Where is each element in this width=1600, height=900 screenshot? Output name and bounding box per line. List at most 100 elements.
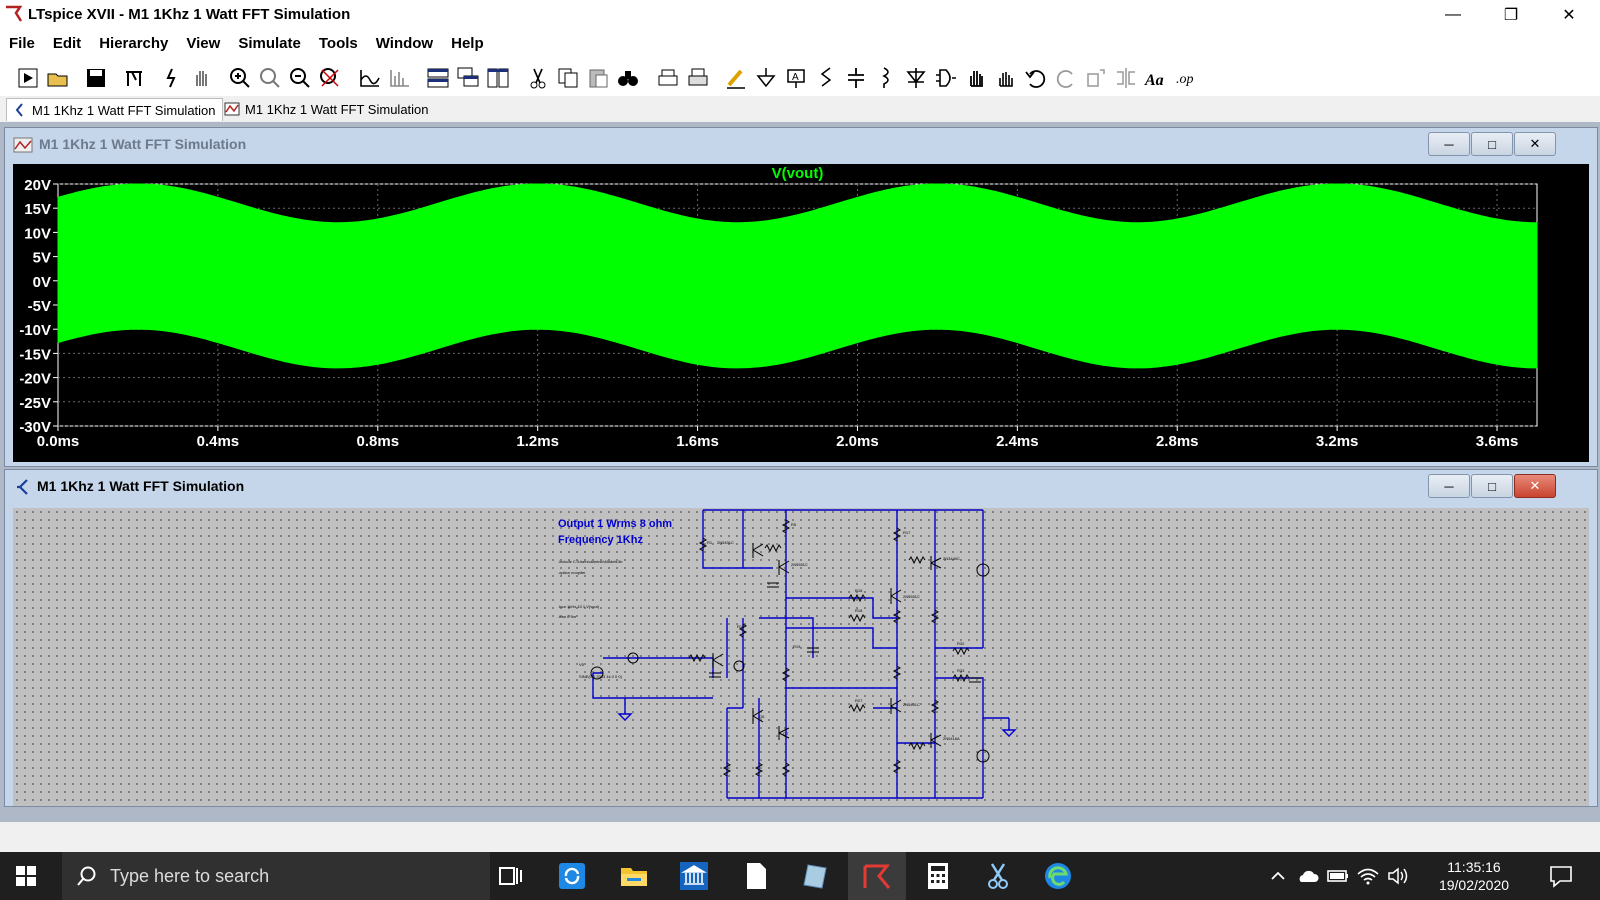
series-vout-trace[interactable]: [57, 183, 1538, 369]
waveform-minimize-button[interactable]: ─: [1428, 132, 1470, 156]
windows-start-icon[interactable]: [14, 864, 38, 888]
y-tick-label: -10V: [19, 322, 51, 339]
ltspice-taskbar-button[interactable]: [848, 852, 906, 900]
zoom-in-icon[interactable]: [228, 66, 252, 90]
open-icon[interactable]: [46, 66, 70, 90]
waveform-window-caption[interactable]: M1 1Khz 1 Watt FFT Simulation ─ □ ✕: [5, 128, 1597, 160]
onedrive-cloud-icon[interactable]: [1296, 866, 1320, 886]
menu-help[interactable]: Help: [451, 35, 484, 52]
document-app-icon[interactable]: [740, 860, 772, 892]
pan-icon[interactable]: [190, 66, 214, 90]
waveform-chart[interactable]: 20V15V10V5V0V-5V-10V-15V-20V-25V-30V0.0m…: [13, 164, 1589, 462]
waveform-maximize-button[interactable]: □: [1471, 132, 1513, 156]
control-panel-icon[interactable]: [122, 66, 146, 90]
menu-tools[interactable]: Tools: [318, 35, 358, 52]
search-icon: [77, 866, 96, 886]
menu-simulate[interactable]: Simulate: [238, 35, 301, 52]
menu-window[interactable]: Window: [375, 35, 434, 52]
battery-icon[interactable]: [1326, 866, 1350, 886]
calculator-icon[interactable]: [922, 860, 954, 892]
schematic-close-button[interactable]: ✕: [1514, 474, 1556, 498]
halt-icon[interactable]: [160, 66, 184, 90]
component-icon[interactable]: [934, 66, 958, 90]
task-view-icon[interactable]: [494, 860, 526, 892]
cut-icon[interactable]: [526, 66, 550, 90]
resistor-icon[interactable]: [814, 66, 838, 90]
text-icon[interactable]: Aa: [1144, 66, 1168, 90]
autorange-icon[interactable]: [358, 66, 382, 90]
snipping-tool-icon[interactable]: [982, 860, 1014, 892]
tab-schematic[interactable]: M1 1Khz 1 Watt FFT Simulation: [6, 98, 223, 121]
svg-text:V5: V5: [579, 662, 585, 667]
menu-view[interactable]: View: [186, 35, 221, 52]
svg-text:R17: R17: [903, 530, 911, 535]
mirror-icon[interactable]: [1114, 66, 1138, 90]
fft-icon[interactable]: [388, 66, 412, 90]
redo-icon[interactable]: [1054, 66, 1078, 90]
run-icon[interactable]: [16, 66, 40, 90]
find-icon[interactable]: [616, 66, 640, 90]
diode-icon[interactable]: [904, 66, 928, 90]
show-hidden-icons-chevron[interactable]: [1268, 866, 1288, 886]
minimize-button[interactable]: —: [1445, 6, 1461, 23]
schematic-maximize-button[interactable]: □: [1471, 474, 1513, 498]
zoom-fit-icon[interactable]: [318, 66, 342, 90]
zoom-out-icon[interactable]: [288, 66, 312, 90]
taskbar-search-box[interactable]: Type here to search: [62, 852, 490, 900]
y-tick-label: -5V: [28, 298, 51, 315]
draw-wire-icon[interactable]: [724, 66, 748, 90]
label-net-icon[interactable]: A: [784, 66, 808, 90]
copy-icon[interactable]: [556, 66, 580, 90]
zoom-area-icon[interactable]: [258, 66, 282, 90]
menu-file[interactable]: File: [9, 35, 35, 52]
restore-button[interactable]: ❐: [1503, 7, 1519, 24]
tab-waveform[interactable]: M1 1Khz 1 Watt FFT Simulation: [218, 98, 435, 120]
tab-schematic-label: M1 1Khz 1 Watt FFT Simulation: [32, 102, 216, 118]
wifi-icon[interactable]: [1356, 866, 1380, 886]
schematic-tab-icon: [15, 103, 23, 117]
window-title: LTspice XVII - M1 1Khz 1 Watt FFT Simula…: [28, 6, 351, 23]
svg-text:SINE(0 0.3333 1k 0 0 0): SINE(0 0.3333 1k 0 0 0): [579, 674, 623, 679]
tile-vertical-icon[interactable]: [486, 66, 510, 90]
waveform-close-button[interactable]: ✕: [1514, 132, 1556, 156]
move-hand-icon[interactable]: [964, 66, 988, 90]
sync-app-icon[interactable]: [556, 860, 588, 892]
schematic-note[interactable]: Output 1 Wrms 8 ohm Frequency 1Khz: [558, 516, 672, 548]
spice-directive-icon[interactable]: .op: [1176, 66, 1200, 90]
paste-icon[interactable]: [586, 66, 610, 90]
inductor-icon[interactable]: [874, 66, 898, 90]
edge-browser-icon[interactable]: [1042, 860, 1074, 892]
system-clock[interactable]: 11:35:16 19/02/2020: [1436, 858, 1512, 894]
save-icon[interactable]: [84, 66, 108, 90]
schematic-window[interactable]: M1 1Khz 1 Watt FFT Simulation ─ □ ✕ Outp…: [4, 469, 1598, 807]
menu-edit[interactable]: Edit: [52, 35, 82, 52]
action-center-icon[interactable]: [1548, 864, 1574, 888]
menu-hierarchy[interactable]: Hierarchy: [99, 35, 169, 52]
cascade-icon[interactable]: [456, 66, 480, 90]
file-explorer-icon[interactable]: [618, 860, 650, 892]
y-tick-label: 0V: [33, 274, 51, 291]
schematic-canvas[interactable]: Output 1 Wrms 8 ohm Frequency 1Khz: [13, 508, 1589, 806]
schematic-window-caption[interactable]: M1 1Khz 1 Watt FFT Simulation ─ □ ✕: [5, 470, 1597, 502]
close-button[interactable]: ✕: [1562, 7, 1576, 24]
svg-text:2N5401C: 2N5401C: [903, 702, 920, 707]
rotate-icon[interactable]: [1084, 66, 1108, 90]
tile-horizontal-icon[interactable]: [426, 66, 450, 90]
ground-icon[interactable]: [754, 66, 778, 90]
capacitor-icon[interactable]: [844, 66, 868, 90]
trace-label-vout[interactable]: V(vout): [772, 165, 824, 182]
undo-icon[interactable]: [1024, 66, 1048, 90]
print-setup-icon[interactable]: [656, 66, 680, 90]
svg-text:R5: R5: [791, 522, 797, 527]
clock-date: 19/02/2020: [1438, 877, 1510, 893]
notes-app-icon[interactable]: [800, 860, 832, 892]
bank-app-icon[interactable]: [678, 860, 710, 892]
print-icon[interactable]: [686, 66, 710, 90]
drag-hand-icon[interactable]: [994, 66, 1018, 90]
volume-icon[interactable]: [1386, 866, 1410, 886]
schematic-minimize-button[interactable]: ─: [1428, 474, 1470, 498]
ltspice-app-icon: [6, 5, 23, 22]
